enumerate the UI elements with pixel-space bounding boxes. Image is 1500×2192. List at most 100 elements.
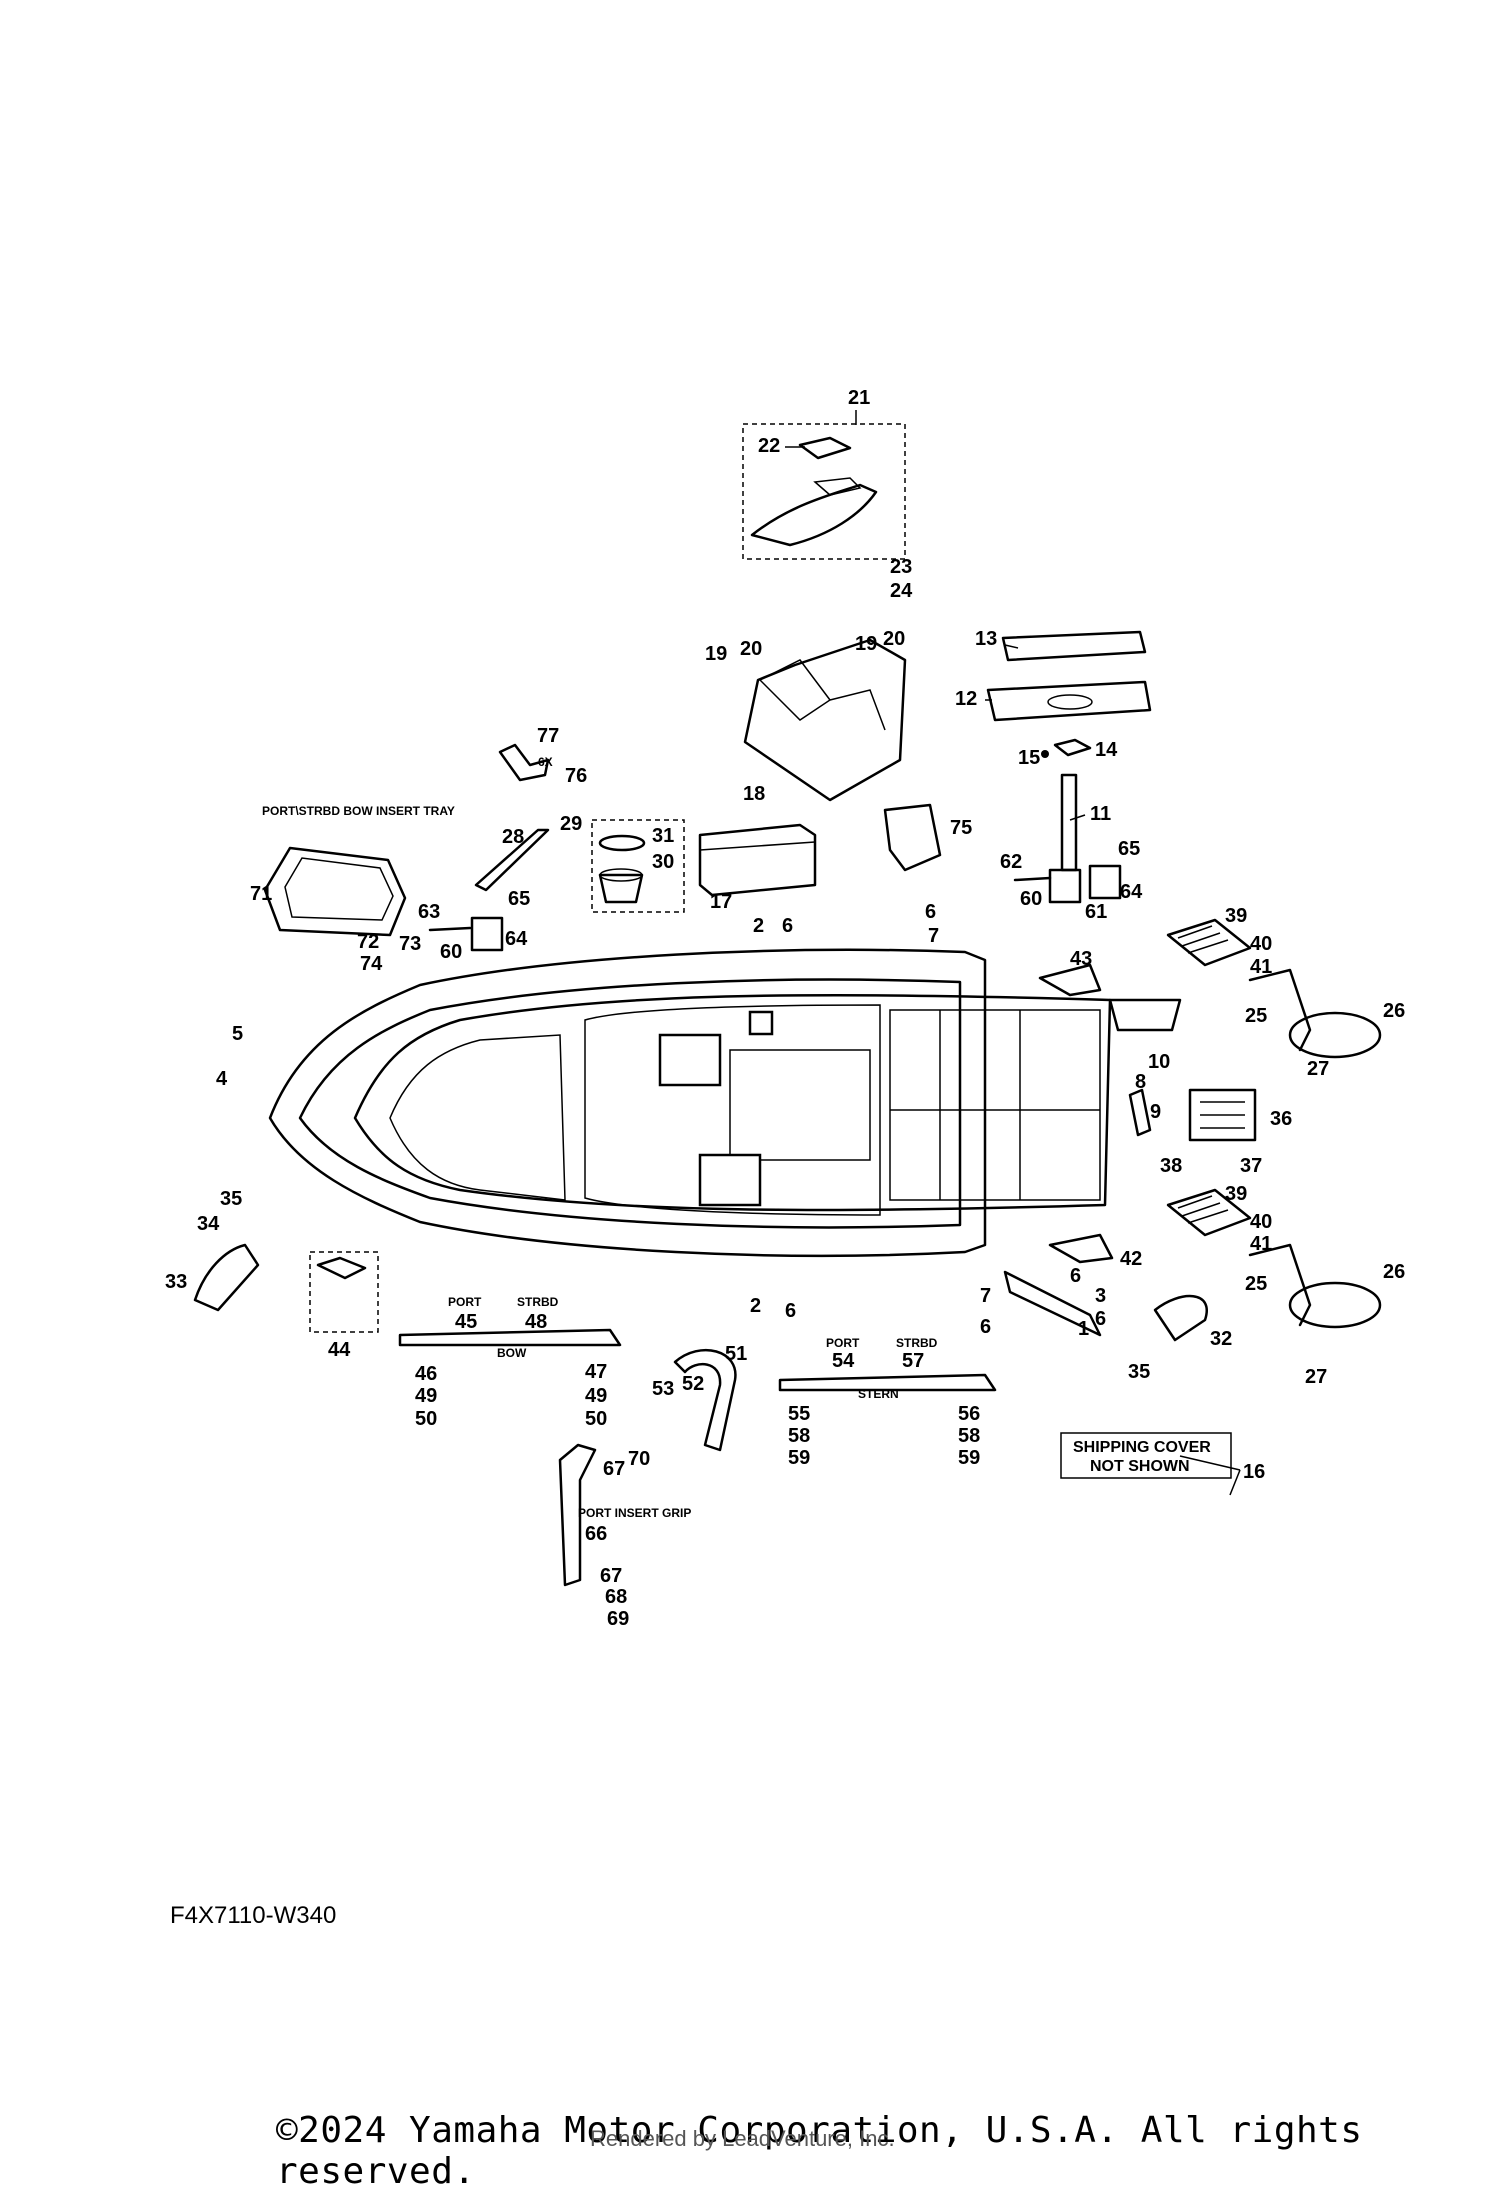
callout-50-right: 50 [585, 1408, 607, 1430]
hull-hatch-latch [748, 1010, 774, 1036]
callout-41-bottom: 41 [1250, 1233, 1272, 1255]
hull-bow-seating [389, 1034, 566, 1201]
callout-53: 53 [652, 1378, 674, 1400]
callout-68: 68 [605, 1586, 627, 1608]
part-66-insert-grip [558, 1443, 597, 1587]
callout-45: 45 [455, 1311, 477, 1333]
callout-38: 38 [1160, 1155, 1182, 1177]
part-18-detail [829, 689, 886, 731]
callout-75: 75 [950, 817, 972, 839]
callout-5: 5 [232, 1023, 243, 1045]
part-15-screw [1041, 750, 1049, 758]
callout-63: 63 [418, 901, 440, 923]
callout-77: 77 [537, 725, 559, 747]
callout-2-top: 2 [753, 915, 764, 937]
callout-58-left: 58 [788, 1425, 810, 1447]
callout-23: 23 [890, 556, 912, 578]
part-45-bow-rail [398, 1328, 622, 1347]
hull-aft-lounge [889, 1009, 1101, 1201]
label-stern: STERN [858, 1387, 899, 1401]
part-39-grip-top [1177, 925, 1229, 954]
callout-65-right: 65 [1118, 838, 1140, 860]
callout-33: 33 [165, 1271, 187, 1293]
callout-49-left: 49 [415, 1385, 437, 1407]
leader-lines [785, 410, 1241, 1496]
part-39-grip-bottom [1177, 1195, 1229, 1224]
callout-40-top: 40 [1250, 933, 1272, 955]
callout-50-left: 50 [415, 1408, 437, 1430]
part-11-post [1060, 773, 1078, 872]
callout-15: 15 [1018, 747, 1040, 769]
callout-65-left: 65 [508, 888, 530, 910]
callout-6-top: 6 [782, 915, 793, 937]
callout-60-right: 60 [1020, 888, 1042, 910]
hull-center-hatch [729, 1049, 871, 1161]
label-strbd-stern: STRBD [896, 1336, 938, 1350]
hull-cockpit [584, 1004, 881, 1216]
callout-27-top: 27 [1307, 1058, 1329, 1080]
part-18-console [743, 638, 907, 802]
callout-7-top: 7 [928, 925, 939, 947]
callout-71: 71 [250, 883, 272, 905]
callout-6-top-right: 6 [925, 901, 936, 923]
callout-73: 73 [399, 933, 421, 955]
callout-19-left: 19 [705, 643, 727, 665]
part-12-hole [1047, 694, 1093, 710]
callout-17: 17 [710, 891, 732, 913]
part-39-step-bottom [1166, 1188, 1252, 1237]
figure-code: F4X7110-W340 [170, 1902, 337, 1929]
callout-36: 36 [1270, 1108, 1292, 1130]
part-21-panel [750, 483, 878, 547]
part-43-cover [1038, 963, 1102, 997]
part-42-cover [1048, 1233, 1114, 1264]
callout-16: 16 [1243, 1461, 1265, 1483]
callout-49-right: 49 [585, 1385, 607, 1407]
part-61-bracket-right [1088, 864, 1122, 900]
callout-34: 34 [197, 1213, 220, 1235]
callout-12: 12 [955, 688, 977, 710]
callout-32: 32 [1210, 1328, 1232, 1350]
callout-27-bottom: 27 [1305, 1366, 1327, 1388]
part-25-bracket-bottom [1248, 1243, 1312, 1327]
callout-67-top: 67 [603, 1458, 625, 1480]
callout-46: 46 [415, 1363, 437, 1385]
callout-26-top: 26 [1383, 1000, 1405, 1022]
callout-7-bottom: 7 [980, 1285, 991, 1307]
callout-35-left: 35 [220, 1188, 242, 1210]
callout-48: 48 [525, 1311, 547, 1333]
label-port-bow: PORT [448, 1295, 482, 1309]
callout-52: 52 [682, 1373, 704, 1395]
callout-56: 56 [958, 1403, 980, 1425]
callout-8: 8 [1135, 1071, 1146, 1093]
part-25-bracket-top [1248, 968, 1312, 1052]
callout-41-top: 41 [1250, 956, 1272, 978]
callout-76: 76 [565, 765, 587, 787]
part-26-seat-top [1288, 1011, 1382, 1059]
part-1-rail [1003, 1270, 1102, 1337]
part-14-plate [1053, 738, 1092, 757]
part-60-bracket-left [470, 916, 504, 952]
part-71-tray-inner [284, 857, 394, 921]
part-33-bow-eye [193, 1243, 260, 1312]
part-60-bracket-right [1048, 868, 1082, 904]
part-63-bolt [428, 926, 472, 932]
callout-6-bottom-right: 6 [980, 1316, 991, 1338]
note-shipping-cover: SHIPPING COVER [1073, 1439, 1211, 1456]
part-31-ring [598, 834, 646, 852]
multiplier-6x: 6X [538, 755, 553, 769]
callout-39-top: 39 [1225, 905, 1247, 927]
callout-64-left: 64 [505, 928, 528, 950]
callout-64-right: 64 [1120, 881, 1143, 903]
part-44-cleat [316, 1256, 367, 1280]
part-17-lid-line [699, 841, 816, 851]
note-port-insert-grip: PORT INSERT GRIP [578, 1506, 691, 1520]
callout-24: 24 [890, 580, 913, 602]
callout-54: 54 [832, 1350, 855, 1372]
callout-51: 51 [725, 1343, 747, 1365]
part-54-stern-rail [778, 1373, 997, 1392]
group-box-21 [742, 423, 906, 560]
callout-6-right-b: 6 [1095, 1308, 1106, 1330]
part-71-tray [263, 846, 407, 937]
callout-4: 4 [216, 1068, 228, 1090]
